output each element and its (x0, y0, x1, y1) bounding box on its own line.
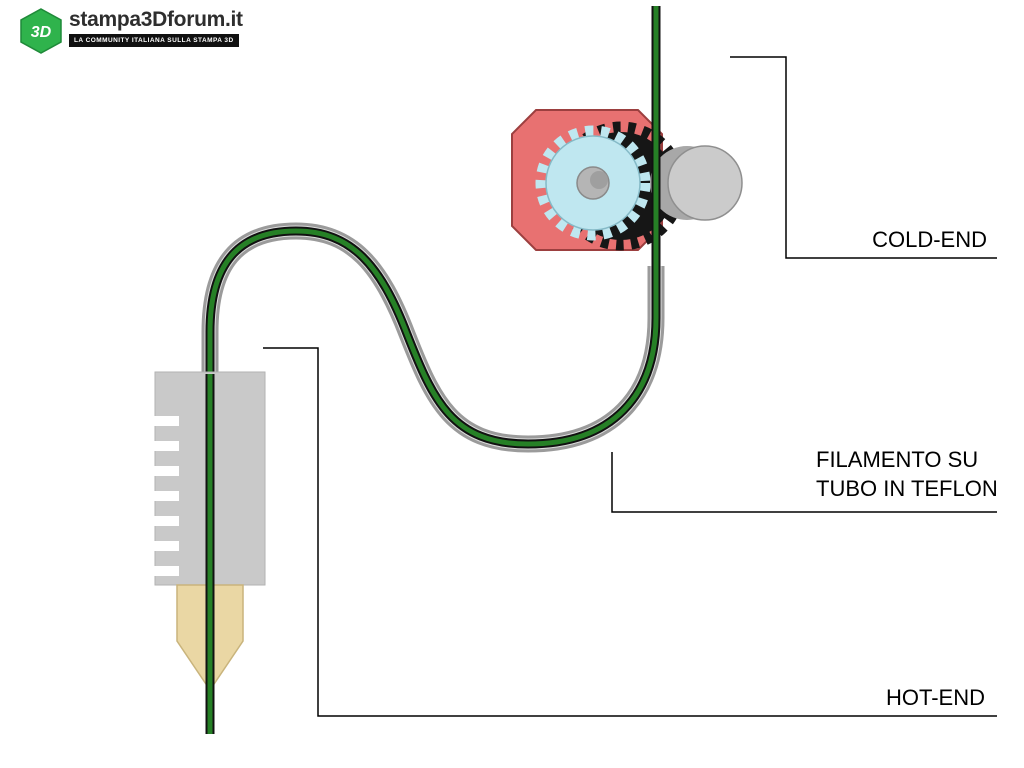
hot-end-label: HOT-END (886, 685, 985, 710)
tube-filament-outline (205, 226, 661, 449)
logo-tagline: LA COMMUNITY ITALIANA SULLA STAMPA 3D (69, 34, 239, 47)
heatsink-fin (153, 416, 179, 426)
teflon-tube-outer (201, 222, 665, 453)
cold-end-callout-line (730, 56, 997, 259)
gear-shaft-flat (590, 171, 608, 189)
logo-text-column: stampa3Dforum.it LA COMMUNITY ITALIANA S… (69, 8, 243, 47)
heatsink-fin (153, 491, 179, 501)
filament-tube-label-line1: FILAMENTO SU (816, 447, 979, 472)
cold-end-assembly (511, 109, 743, 251)
hot-end-callout-line (263, 347, 997, 717)
filament-tube-label: FILAMENTO SU TUBO IN TEFLON (816, 445, 998, 503)
filament-callout-line (611, 452, 997, 513)
tube-filament (207, 228, 659, 447)
cold-end-label: COLD-END (872, 227, 987, 252)
heatsink-fin (153, 541, 179, 551)
site-logo: 3D stampa3Dforum.it LA COMMUNITY ITALIAN… (20, 8, 243, 54)
idler-roller (667, 145, 743, 221)
heatsink-fin (153, 441, 179, 451)
teflon-tube-assembly (201, 222, 665, 453)
drive-gear-teeth (535, 125, 651, 241)
heatsink-fin (153, 566, 179, 576)
heatsink-fin (153, 466, 179, 476)
logo-title: stampa3Dforum.it (69, 8, 243, 31)
filament-tube-label-line2: TUBO IN TEFLON (816, 476, 998, 501)
hexagon-shape (20, 8, 62, 54)
teflon-tube-inner (204, 225, 662, 450)
hexagon-3d-text: 3D (31, 24, 52, 41)
logo-3d-hexagon-icon: 3D (20, 8, 62, 54)
heatsink-fin (153, 516, 179, 526)
hot-end-assembly (153, 371, 266, 734)
